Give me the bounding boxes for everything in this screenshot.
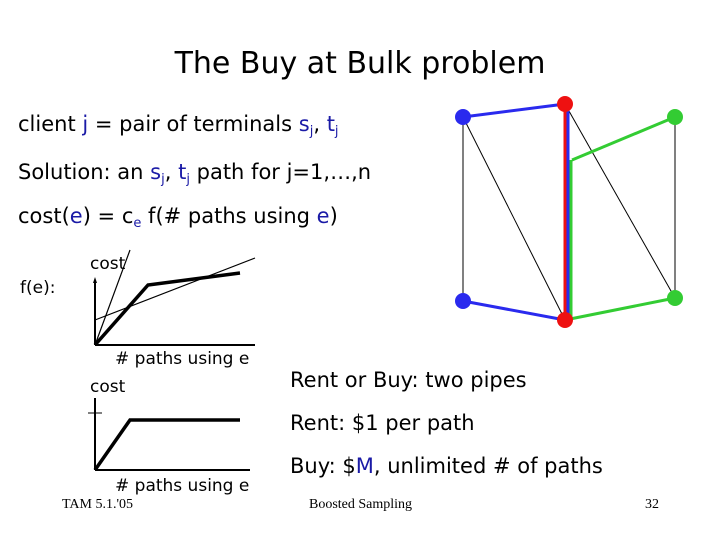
slide-title: The Buy at Bulk problem [174,46,546,81]
chart-1 [93,249,256,347]
chart1-ylabel: cost [90,254,126,274]
chart1-cost-curve [93,271,241,347]
node-green-bottom [667,290,683,306]
blue-path-top [462,102,566,119]
chart2-cost-curve [93,418,240,472]
node-blue-top [455,109,471,125]
footer-title: Boosted Sampling [309,497,413,512]
chart-2 [88,398,250,472]
green-path-top [571,115,676,162]
chart1-xlabel: # paths using e [115,349,250,369]
page-number: 32 [645,497,659,512]
client-definition: client j = pair of terminals sj, tj [18,112,339,139]
edge-top-mid-right-bottom [564,103,676,299]
cost-definition: cost(e) = ce f(# paths using e) [18,204,338,231]
node-red-bottom [557,312,573,328]
blue-path-bottom [462,299,566,322]
node-red-top [557,96,573,112]
rent-or-buy-text: Rent or Buy: two pipes [290,368,527,392]
green-path-bottom [564,296,676,322]
chart2-xlabel: # paths using e [115,476,250,496]
footer-date: TAM 5.1.'05 [62,497,134,512]
chart1-rent-line [94,249,131,346]
node-green-top [667,109,683,125]
chart1-buy-line [94,257,256,321]
node-blue-bottom [455,293,471,309]
rent-text: Rent: $1 per path [290,411,475,435]
edge-top-left-bottom-mid [462,116,566,321]
fe-label: f(e): [20,278,56,298]
chart2-ylabel: cost [90,377,126,397]
solution-definition: Solution: an sj, tj path for j=1,…,n [18,160,372,187]
network-graph [455,96,683,328]
chart1-arrowhead [93,277,97,283]
buy-text: Buy: $M, unlimited # of paths [290,454,603,478]
